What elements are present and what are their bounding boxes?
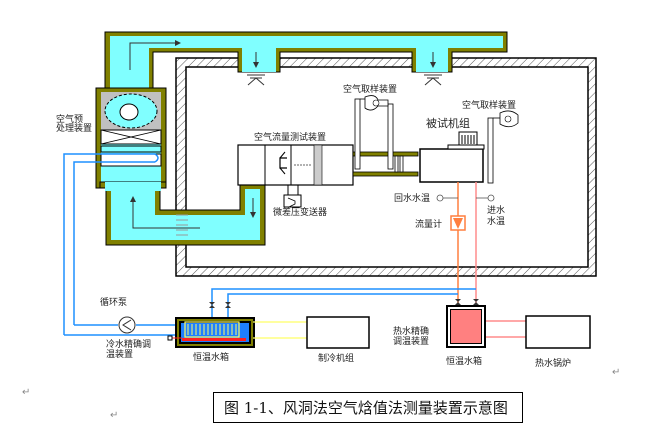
hot-water-boiler-box bbox=[525, 315, 591, 349]
label-airflow-test-device: 空气流量测试装置 bbox=[254, 131, 326, 143]
hot-constant-temp-tank bbox=[446, 305, 486, 348]
label-diff-pressure-transmitter: 微差压变送器 bbox=[273, 206, 327, 218]
airflow-test-device bbox=[237, 144, 354, 208]
label-return-water-temp: 回水水温 bbox=[394, 192, 430, 204]
cold-constant-temp-tank bbox=[167, 317, 307, 348]
air-preprocessing-unit bbox=[95, 87, 167, 189]
unit-under-test bbox=[419, 131, 485, 183]
paragraph-mark: ↵ bbox=[22, 387, 31, 398]
paragraph-mark: ↵ bbox=[612, 367, 621, 378]
paragraph-mark: ↵ bbox=[110, 410, 119, 421]
label-inlet-water-temp-2: 水温 bbox=[487, 215, 505, 227]
figure-caption-text: 图 1-1、风洞法空气焓值法测量装置示意图 bbox=[224, 399, 508, 417]
valves bbox=[209, 299, 479, 308]
label-cold-tank: 恒温水箱 bbox=[193, 351, 229, 363]
label-cold-water-regulator-2: 温装置 bbox=[106, 348, 133, 360]
label-inlet-water-temp-1: 进水 bbox=[487, 204, 505, 216]
cold-water-pipes bbox=[63, 153, 479, 336]
label-chiller: 制冷机组 bbox=[318, 352, 354, 364]
label-air-preprocessor-1: 空气预 bbox=[56, 113, 83, 125]
label-flow-meter: 流量计 bbox=[415, 218, 442, 230]
label-cold-water-regulator-1: 冷水精确调 bbox=[106, 338, 151, 350]
air-sampler-1 bbox=[354, 95, 394, 170]
chiller-box bbox=[306, 316, 370, 349]
hot-water-pipes bbox=[436, 182, 526, 338]
figure-caption: 图 1-1、风洞法空气焓值法测量装置示意图 bbox=[213, 392, 523, 423]
air-sampler-2 bbox=[487, 110, 519, 184]
label-hot-water-regulator-1: 热水精确 bbox=[393, 325, 429, 337]
label-hot-water-boiler: 热水锅炉 bbox=[535, 357, 571, 369]
label-air-sampler-1: 空气取样装置 bbox=[343, 83, 397, 95]
label-air-preprocessor-2: 处理装置 bbox=[56, 122, 92, 134]
label-unit-under-test: 被试机组 bbox=[426, 116, 470, 130]
label-circulation-pump: 循环泵 bbox=[100, 296, 127, 308]
label-hot-tank: 恒温水箱 bbox=[446, 355, 482, 367]
label-hot-water-regulator-2: 调温装置 bbox=[393, 335, 429, 347]
connecting-duct bbox=[352, 151, 419, 177]
return-duct bbox=[99, 181, 266, 246]
label-air-sampler-2: 空气取样装置 bbox=[462, 99, 516, 111]
